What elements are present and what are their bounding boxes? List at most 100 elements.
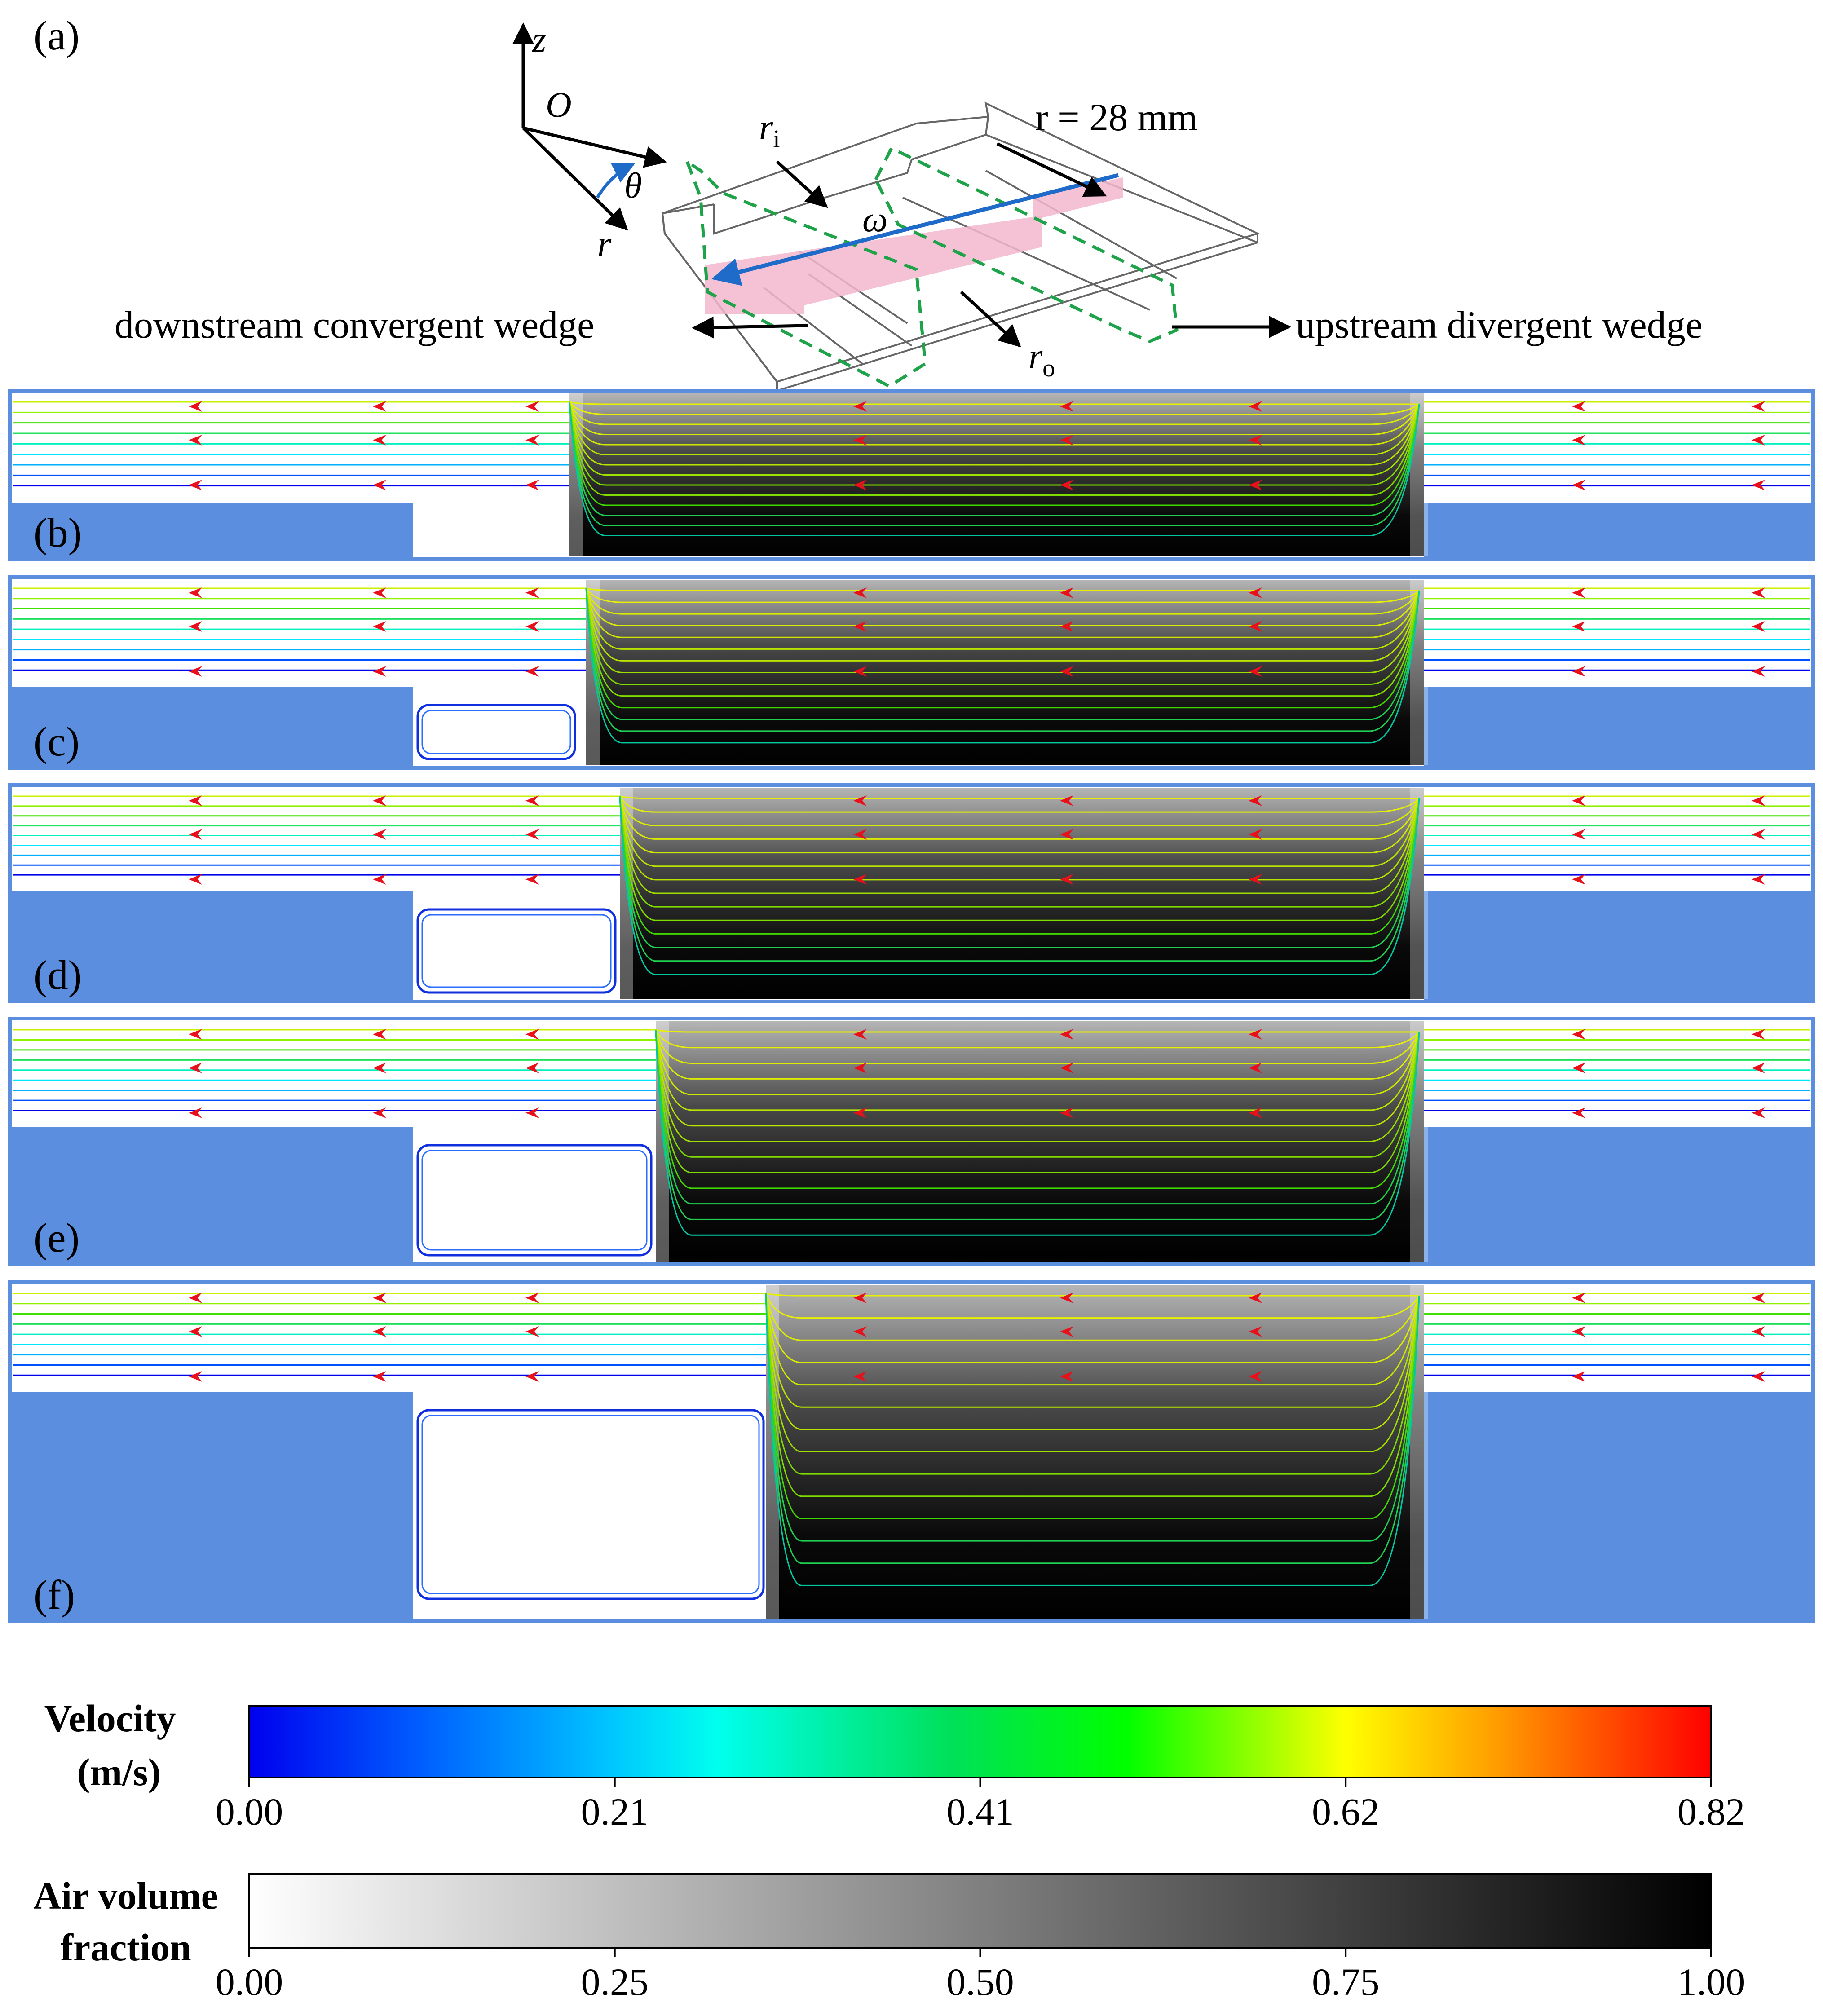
panel-b: (b) <box>8 389 1815 561</box>
flow-arrow <box>373 829 386 840</box>
streamline <box>655 1029 1420 1205</box>
streamline <box>569 401 1420 425</box>
streamline <box>585 588 1420 626</box>
flow-arrow <box>373 480 386 490</box>
streamline <box>619 796 1420 894</box>
flow-arrow <box>189 401 202 412</box>
flow-arrow <box>1249 1371 1262 1382</box>
flow-arrow <box>189 1107 202 1118</box>
panel-d: (d) <box>8 783 1815 1003</box>
colorbar-tick-label: 0.25 <box>581 1960 649 2003</box>
flow-arrow <box>853 1326 867 1337</box>
streamline <box>585 588 1420 697</box>
flow-arrow <box>853 1107 867 1118</box>
flow-arrow <box>1572 1293 1585 1303</box>
streamline <box>585 588 1420 744</box>
streamline <box>655 1029 1420 1158</box>
streamline <box>655 1029 1420 1127</box>
streamline <box>569 401 1420 446</box>
flow-arrow <box>1572 401 1585 412</box>
streamline <box>619 796 1420 962</box>
flow-arrow <box>525 1029 539 1040</box>
colorbar-tick-label: 0.75 <box>1312 1960 1380 2003</box>
schematic-panel: (a) z O θ r <box>34 13 1703 392</box>
recirculation-loop <box>421 914 612 988</box>
streamline <box>569 401 1420 486</box>
streamline <box>585 588 1420 685</box>
flow-arrow <box>373 587 386 598</box>
wall-left <box>10 1392 413 1621</box>
flow-arrow <box>189 587 202 598</box>
wall-left <box>10 503 413 559</box>
recirculation-loop <box>421 710 571 754</box>
flow-arrow <box>373 1029 386 1040</box>
flow-arrow <box>525 1371 539 1382</box>
streamline <box>569 401 1420 526</box>
streamline <box>569 401 1420 516</box>
flow-arrow <box>1060 1371 1073 1382</box>
streamline <box>619 796 1420 867</box>
flow-arrow <box>853 435 867 446</box>
panel-e: (e) <box>8 1017 1815 1266</box>
flow-arrow <box>525 1063 539 1073</box>
colorbar-tick-label: 0.00 <box>216 1790 283 1833</box>
origin-label: O <box>546 85 572 125</box>
flow-arrow <box>189 874 202 885</box>
flow-arrow <box>1060 587 1073 598</box>
panel-c: (c) <box>8 575 1815 770</box>
flow-arrow <box>373 795 386 806</box>
flow-arrow <box>1249 480 1262 490</box>
streamline <box>585 588 1420 615</box>
wall-left <box>10 1127 413 1264</box>
flow-arrow <box>1752 1063 1765 1073</box>
flow-arrow <box>1249 1063 1262 1073</box>
flow-arrow <box>525 435 539 446</box>
flow-arrow <box>525 1293 539 1303</box>
streamline <box>569 401 1420 405</box>
flow-arrow <box>189 480 202 490</box>
colorbar-tick-label: 0.62 <box>1312 1790 1380 1833</box>
velocity-colorbar <box>248 1705 1712 1778</box>
flow-arrow <box>189 1029 202 1040</box>
flow-arrow <box>1572 480 1585 490</box>
flow-arrow <box>1752 1326 1765 1337</box>
flow-arrow <box>1249 435 1262 446</box>
flow-arrow <box>853 401 867 412</box>
recirculation-loop <box>416 1144 653 1257</box>
recirculation-loop <box>421 1150 648 1251</box>
streamline <box>655 1029 1420 1111</box>
streamline <box>765 1293 1420 1341</box>
streamline <box>765 1293 1420 1363</box>
streamline <box>619 796 1420 854</box>
streamline <box>569 401 1420 466</box>
flow-arrow <box>1572 1107 1585 1118</box>
flow-arrow <box>1752 829 1765 840</box>
streamline <box>765 1293 1420 1386</box>
flow-arrow <box>1249 401 1262 412</box>
wall-left <box>10 687 413 768</box>
flow-arrow <box>525 874 539 885</box>
flow-arrow <box>1752 1029 1765 1040</box>
flow-arrow <box>853 829 867 840</box>
streamline <box>765 1293 1420 1475</box>
flow-arrow <box>373 1371 386 1382</box>
streamline <box>655 1029 1420 1049</box>
angle-theta-label: θ <box>624 166 642 206</box>
streamline <box>765 1293 1420 1319</box>
wall-right <box>1424 503 1813 559</box>
streamline <box>619 796 1420 908</box>
flow-arrow <box>1060 1326 1073 1337</box>
panel-label: (c) <box>34 719 79 764</box>
downstream-arrow <box>692 316 809 339</box>
streamline <box>765 1293 1420 1519</box>
flow-arrow <box>525 666 539 677</box>
flow-arrow <box>1249 1029 1262 1040</box>
colorbar-tick-label: 0.00 <box>216 1960 283 2003</box>
air-legend-subtitle: fraction <box>60 1926 191 1969</box>
flow-arrow <box>1572 1326 1585 1337</box>
flow-arrow <box>1060 874 1073 885</box>
flow-arrow <box>1060 480 1073 490</box>
recirculation-loop <box>416 908 617 994</box>
streamline <box>569 401 1420 506</box>
flow-arrow <box>525 587 539 598</box>
